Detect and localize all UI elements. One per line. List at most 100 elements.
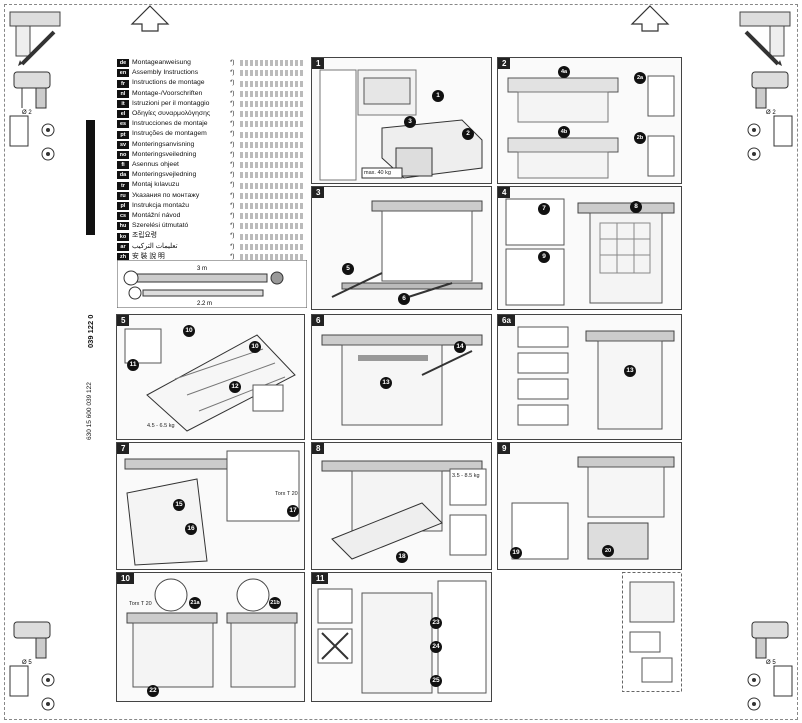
language-title: Instrucciones de montaje <box>132 120 208 128</box>
up-arrow-icon <box>630 5 670 32</box>
footnote-line <box>240 172 304 179</box>
language-title: Monteringsveiledning <box>132 150 197 158</box>
language-code-badge: ru <box>117 191 129 200</box>
language-title: Montážní návod <box>132 212 181 219</box>
language-code-badge: el <box>117 110 129 119</box>
footnote-line <box>240 182 304 189</box>
language-code-badge: sv <box>117 140 129 149</box>
footnote-line <box>240 101 304 108</box>
footnote-line <box>240 80 304 87</box>
step-callout: 10 <box>249 341 261 353</box>
language-title: 安 裝 說 明 <box>132 252 165 260</box>
footnote-marker: *) <box>230 223 235 230</box>
step-callout: 14 <box>454 341 466 353</box>
panel-5: 5 10 10 11 12 4.5 - 6.5 kg <box>116 314 305 440</box>
panel-6a: 6a 13 <box>497 314 682 440</box>
footnote-line <box>240 243 304 250</box>
footnote-marker: *) <box>230 253 235 260</box>
footnote-marker: *) <box>230 60 235 66</box>
step-callout: 2 <box>462 128 474 140</box>
footnote-line <box>240 131 304 138</box>
svg-text:Ø 5: Ø 5 <box>22 660 32 666</box>
language-code-badge: de <box>117 59 129 68</box>
step-callout: 24 <box>430 641 442 653</box>
step-callout: 15 <box>173 499 185 511</box>
step-callout: 1 <box>432 90 444 102</box>
step-callout: 21a <box>189 597 201 609</box>
panel-8: 8 18 3.5 - 8.5 kg <box>311 442 492 570</box>
svg-text:3 m: 3 m <box>197 266 207 272</box>
footnote-marker: *) <box>230 182 235 189</box>
language-code-badge: en <box>117 69 129 78</box>
language-title: 조립요령 <box>132 232 158 240</box>
language-title: Istruzioni per il montaggio <box>132 99 210 107</box>
step-callout: 11 <box>127 359 139 371</box>
dimension-label: 3.5 - 8.5 kg <box>452 473 480 479</box>
footnote-line <box>240 90 304 97</box>
step-callout: 10 <box>183 325 195 337</box>
language-title: Οδηγίες συναρμολόγησης <box>132 110 211 117</box>
language-code-badge: pl <box>117 202 129 211</box>
side-detail-illustration <box>622 572 682 692</box>
language-code-badge: no <box>117 151 129 160</box>
language-title: Szerelési útmutató <box>132 222 189 230</box>
language-code-badge: fr <box>117 79 129 88</box>
step-callout: 17 <box>287 505 299 517</box>
svg-text:Ø 2: Ø 2 <box>766 110 776 116</box>
footnote-line <box>240 213 304 220</box>
panel-1: 1 1 2 3 max. 40 kg <box>311 57 492 184</box>
drill-icon: Ø 5 <box>747 621 793 711</box>
footnote-line <box>240 233 304 240</box>
panel-10: 10 21a 21b 22 Torx T 20 <box>116 572 305 702</box>
drill-icon: Ø 2 <box>747 71 793 161</box>
language-code-badge: es <box>117 120 129 129</box>
language-title: Monteringsanvisning <box>132 140 195 148</box>
step-callout: 7 <box>538 203 550 215</box>
svg-text:2.2 m: 2.2 m <box>197 301 212 307</box>
language-title: تعليمات التركيب <box>132 242 178 250</box>
step-callout: 2b <box>634 132 646 144</box>
footnote-line <box>240 192 304 199</box>
dimension-label: Torx T 20 <box>129 601 152 607</box>
drill-icon: Ø 5 <box>9 621 55 711</box>
footnote-marker: *) <box>230 162 235 168</box>
footnote-line <box>240 121 304 128</box>
dimension-label: max. 40 kg <box>364 170 391 176</box>
drill-icon: Ø 2 <box>9 71 55 161</box>
dimension-label: 4.5 - 6.5 kg <box>147 423 175 429</box>
step-callout: 22 <box>147 685 159 697</box>
language-code-badge: pt <box>117 130 129 139</box>
step-callout: 21b <box>269 597 281 609</box>
step-callout: 25 <box>430 675 442 687</box>
footnote-line <box>240 162 304 169</box>
sheet-border <box>4 4 798 720</box>
footnote-marker: *) <box>230 202 235 209</box>
hose-diagram: 3 m 2.2 m <box>117 260 307 308</box>
step-callout: 13 <box>380 377 392 389</box>
footnote-marker: *) <box>230 90 235 97</box>
language-code-badge: fi <box>117 161 129 170</box>
panel-2: 2 4a 4b 2a 2b <box>497 57 682 184</box>
footnote-marker: *) <box>230 192 235 199</box>
footnote-line <box>240 111 304 118</box>
svg-text:Ø 5: Ø 5 <box>766 660 776 666</box>
footnote-marker: *) <box>230 141 235 148</box>
language-title: Instrukcja montażu <box>132 201 190 209</box>
svg-text:Ø 2: Ø 2 <box>22 110 32 116</box>
language-title: Указания по монтажу <box>132 191 200 199</box>
step-callout: 2a <box>634 72 646 84</box>
footnote-marker: *) <box>230 151 235 158</box>
step-callout: 12 <box>229 381 241 393</box>
footnote-marker: *) <box>230 100 235 107</box>
language-code-badge: da <box>117 171 129 180</box>
